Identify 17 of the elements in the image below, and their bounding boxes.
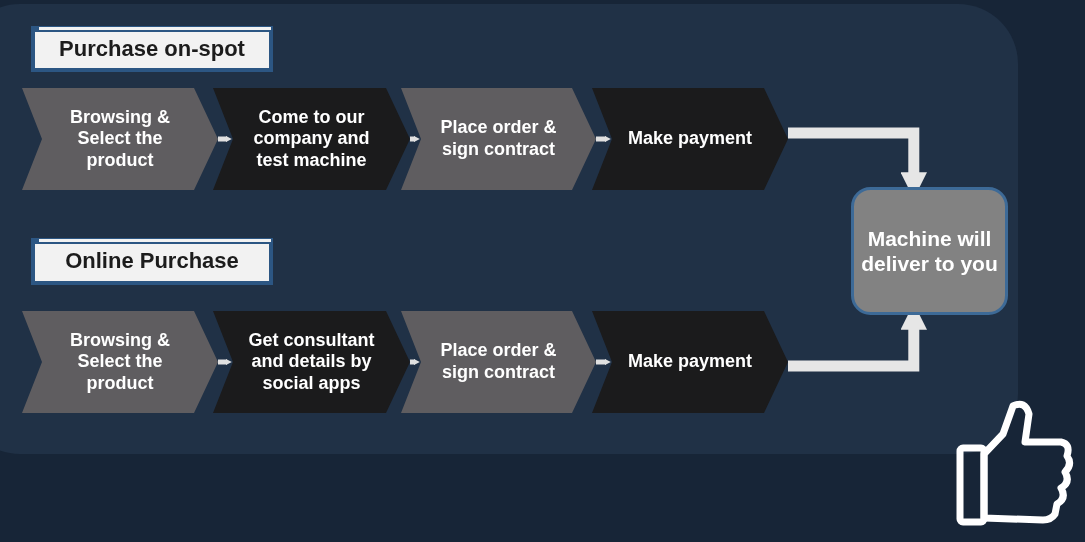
- step-label: Come to our company and test machine: [252, 106, 371, 172]
- step-label: Make payment: [627, 128, 753, 150]
- step-label: Place order & sign contract: [439, 117, 558, 161]
- step-label: Browsing & Select the product: [69, 106, 171, 172]
- arrow: [596, 359, 611, 365]
- arrow: [218, 359, 232, 365]
- arrow: [218, 136, 232, 142]
- arrow: [410, 136, 420, 142]
- section-heading: Purchase on-spot: [59, 35, 245, 63]
- step-label: Browsing & Select the product: [69, 329, 171, 395]
- arrow: [596, 136, 611, 142]
- step-label: Machine will deliver to you: [860, 225, 999, 277]
- step-label: Get consultant and details by social apps: [247, 329, 376, 395]
- section-heading: Online Purchase: [65, 248, 239, 275]
- step-label: Place order & sign contract: [439, 340, 558, 384]
- step-label: Make payment: [627, 351, 753, 373]
- arrow: [410, 359, 420, 365]
